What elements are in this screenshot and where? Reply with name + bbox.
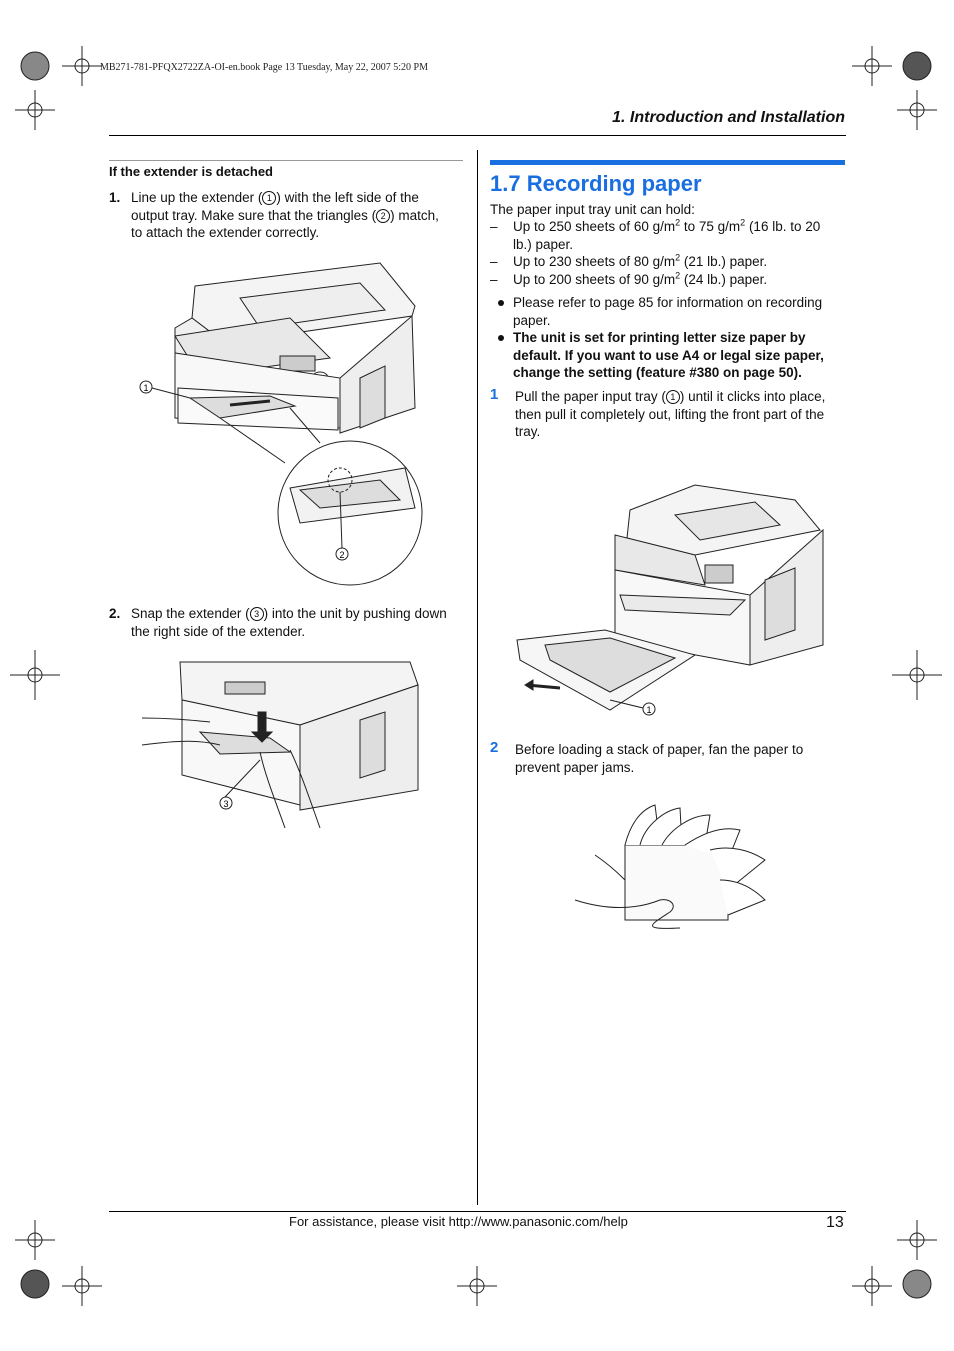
header-rule — [109, 135, 846, 136]
figure1-callout-1: 1 — [143, 383, 148, 393]
paper-intro: The paper input tray unit can hold: — [490, 202, 695, 217]
footer-rule — [109, 1211, 846, 1212]
step-text: Line up the extender (1) with the left s… — [131, 190, 439, 240]
left-step-1: 1. Line up the extender (1) with the lef… — [109, 189, 469, 244]
column-divider — [477, 150, 478, 1205]
capacity-item: – Up to 230 sheets of 80 g/m2 (21 lb.) p… — [490, 252, 768, 269]
step-text: Snap the extender (3) into the unit by p… — [131, 606, 447, 639]
figure-fan-paper — [574, 804, 766, 929]
subheading-rule — [109, 160, 463, 161]
callout-1: 1 — [262, 191, 277, 205]
callout-1: 1 — [665, 390, 680, 404]
right-step-2: 2 Before loading a stack of paper, fan t… — [490, 739, 804, 775]
callout-3: 3 — [249, 607, 264, 621]
right-step-1: 1 Pull the paper input tray (1) until it… — [490, 386, 826, 439]
capacity-item: – Up to 250 sheets of 60 g/m2 to 75 g/m2… — [490, 217, 821, 252]
step-number: 2 — [490, 739, 499, 756]
figure-extender-snap: 3 — [141, 661, 419, 829]
figure-pull-tray: 1 — [516, 484, 824, 716]
step-number: 2. — [109, 606, 121, 621]
bullet-recording-info: Please refer to page 85 for information … — [490, 294, 850, 330]
bullet-dot — [498, 335, 504, 341]
bullet-default-setting: The unit is set for printing letter size… — [490, 329, 850, 383]
page-header-title: 1. Introduction and Installation — [612, 109, 845, 126]
figure-extender-attach: 1 2 — [139, 262, 423, 586]
bullet-dot — [498, 300, 504, 306]
step-number: 1 — [490, 386, 499, 403]
step-number: 1. — [109, 190, 121, 205]
subheading: If the extender is detached — [109, 164, 273, 179]
figure3-callout-1: 1 — [646, 705, 651, 715]
left-step-2: 2. Snap the extender (3) into the unit b… — [109, 605, 469, 645]
figure1-callout-2: 2 — [339, 550, 344, 560]
section-heading: 1.7 Recording paper — [490, 171, 702, 196]
print-info: MB271-781-PFQX2722ZA-OI-en.book Page 13 … — [100, 62, 428, 73]
page-number: 13 — [826, 1214, 844, 1231]
footer-assistance: For assistance, please visit http://www.… — [289, 1214, 628, 1229]
capacity-item: – Up to 200 sheets of 90 g/m2 (24 lb.) p… — [490, 270, 768, 287]
capacity-list: – Up to 250 sheets of 60 g/m2 to 75 g/m2… — [490, 218, 850, 288]
section-bar — [490, 160, 845, 165]
figure2-callout-3: 3 — [223, 799, 228, 809]
callout-2: 2 — [376, 208, 391, 223]
